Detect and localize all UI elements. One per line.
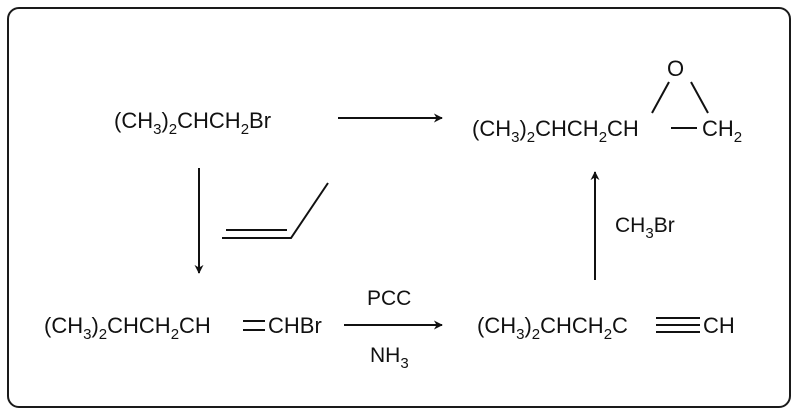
vinyl-compound: (CH3)2CHCH2CH <box>44 313 211 343</box>
vinyl-chbr: CHBr <box>268 313 322 338</box>
epoxide-oxygen: O <box>667 56 684 81</box>
reagent-ch3br: CH3Br <box>615 214 675 242</box>
scheme-frame <box>7 7 791 408</box>
reagent-nh3: NH3 <box>370 344 409 372</box>
epoxide-compound: (CH3)2CHCH2CH <box>472 116 639 146</box>
alkyne-ch: CH <box>703 313 735 338</box>
propene-skeleton <box>222 182 329 239</box>
alkyne-compound: (CH3)2CHCH2C <box>477 313 628 343</box>
epoxide-co-bond-right <box>690 81 709 114</box>
start-compound: (CH3)2CHCH2Br <box>114 108 271 138</box>
reagent-pcc: PCC <box>367 287 411 310</box>
epoxide-ch2: CH2 <box>702 116 742 146</box>
epoxide-co-bond-left <box>651 81 670 114</box>
